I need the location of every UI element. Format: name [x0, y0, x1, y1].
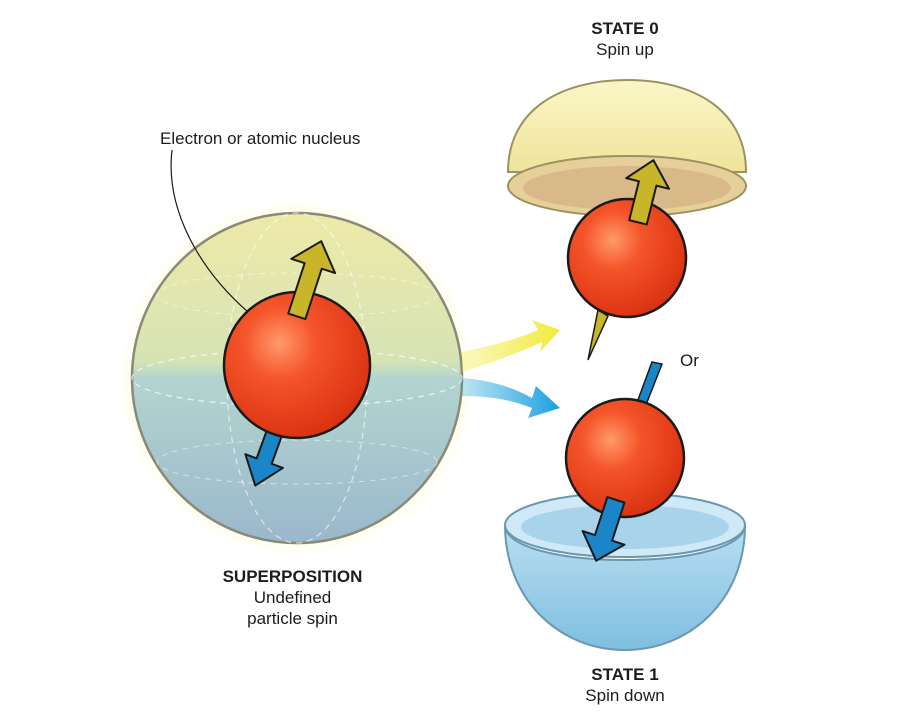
- state1-particle: [564, 397, 686, 519]
- state0-label: STATE 0 Spin up: [565, 18, 685, 60]
- state0-particle: [566, 197, 688, 319]
- electron-label-text: Electron or atomic nucleus: [160, 129, 361, 148]
- superposition-line2: particle spin: [247, 609, 338, 628]
- state0-subtitle: Spin up: [596, 40, 654, 59]
- state0-hemisphere: [506, 78, 748, 217]
- electron-label: Electron or atomic nucleus: [160, 128, 360, 149]
- state1-spin-down-arrow-icon: [581, 496, 626, 562]
- state1-hemisphere: [504, 492, 746, 652]
- state0-spin-tail: [587, 308, 609, 361]
- superposition-title: SUPERPOSITION: [222, 567, 363, 586]
- superposition-line1: Undefined: [253, 588, 332, 607]
- state1-subtitle: Spin down: [585, 686, 665, 705]
- spin-up-arrow-icon: [287, 240, 337, 321]
- flow-arrow-icon: [462, 320, 560, 418]
- state0-title: STATE 0: [591, 19, 659, 38]
- state0-spin-up-arrow-icon: [625, 159, 670, 226]
- state1-title: STATE 1: [591, 665, 659, 684]
- state1-label: STATE 1 Spin down: [565, 664, 685, 706]
- superposition-label: SUPERPOSITION Undefined particle spin: [205, 566, 380, 629]
- electron-leader-line: [170, 149, 249, 313]
- or-text: Or: [680, 351, 699, 370]
- or-label: Or: [680, 350, 699, 371]
